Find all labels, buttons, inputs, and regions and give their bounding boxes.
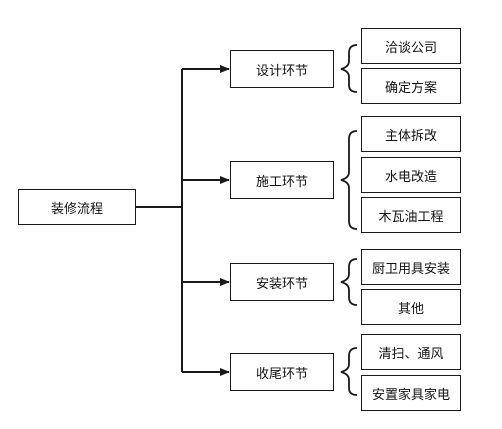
item-label: 确定方案 <box>384 80 437 96</box>
item-node: 清扫、通风 <box>361 334 461 370</box>
brace-construction <box>340 130 358 230</box>
item-label: 主体拆改 <box>384 128 437 144</box>
item-label: 清扫、通风 <box>378 346 444 362</box>
phase-node-design: 设计环节 <box>230 50 334 88</box>
item-node: 水电改造 <box>361 157 461 193</box>
item-node: 厨卫用具安装 <box>361 249 461 285</box>
root-node: 装修流程 <box>18 189 136 225</box>
item-node: 确定方案 <box>361 68 461 104</box>
brace-design <box>340 44 358 93</box>
item-label: 安置家具家电 <box>371 387 450 403</box>
phase-node-installation: 安装环节 <box>230 263 334 301</box>
item-node: 木瓦油工程 <box>361 197 461 233</box>
phase-label: 安装环节 <box>255 276 308 292</box>
brace-installation <box>340 258 358 306</box>
item-label: 木瓦油工程 <box>378 209 444 225</box>
phase-label: 收尾环节 <box>255 366 308 382</box>
item-label: 洽谈公司 <box>384 40 437 56</box>
item-label: 厨卫用具安装 <box>371 261 450 277</box>
item-node: 主体拆改 <box>361 116 461 152</box>
item-node: 其他 <box>361 289 461 325</box>
phase-label: 设计环节 <box>255 63 308 79</box>
item-label: 其他 <box>397 301 424 317</box>
brace-finishing <box>340 347 358 396</box>
phase-label: 施工环节 <box>255 174 308 190</box>
item-node: 安置家具家电 <box>361 375 461 411</box>
phase-node-finishing: 收尾环节 <box>230 353 334 391</box>
phase-node-construction: 施工环节 <box>230 161 334 199</box>
item-node: 洽谈公司 <box>361 28 461 64</box>
item-label: 水电改造 <box>384 169 437 185</box>
root-label: 装修流程 <box>50 201 103 217</box>
